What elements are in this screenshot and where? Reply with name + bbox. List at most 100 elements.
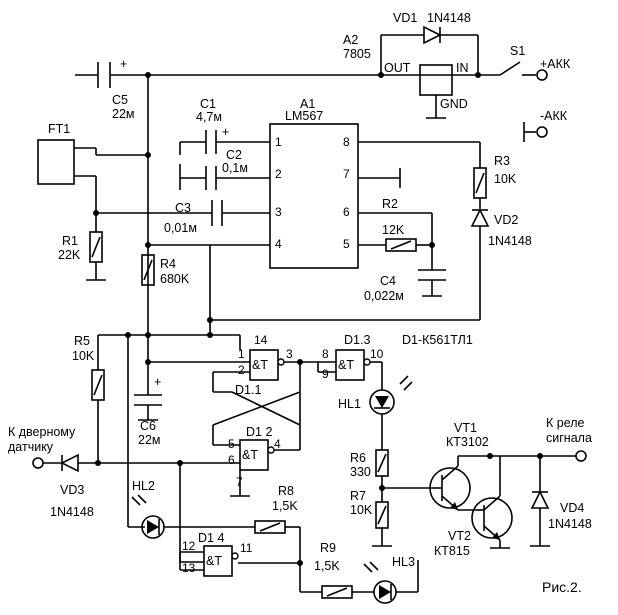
- r5-resistor: R5 10K: [72, 334, 105, 463]
- hl2-led: HL2: [127, 335, 255, 539]
- r8-ref: R8: [278, 484, 294, 498]
- d1-3-ref: D1.3: [344, 333, 370, 347]
- svg-text:9: 9: [322, 367, 329, 381]
- svg-text:8: 8: [322, 347, 329, 361]
- svg-text:13: 13: [182, 561, 196, 575]
- d1-3-gate: &T 8 9 10 D1.3: [322, 333, 384, 381]
- r7-ref: R7: [350, 489, 366, 503]
- c1-plus: +: [222, 125, 229, 139]
- vd4-ref: VD4: [560, 501, 584, 515]
- c1-value: 4,7м: [196, 110, 222, 124]
- a2-in-label: IN: [456, 61, 469, 75]
- r3-resistor: R3 10K: [473, 154, 517, 210]
- vd1-ref: VD1: [393, 11, 417, 25]
- svg-text:11: 11: [240, 541, 253, 555]
- svg-text:&T: &T: [206, 554, 222, 568]
- a1-ic: A1 LM567 1 2 3 4 5 6 7 8: [269, 97, 359, 269]
- d1-4-gate: &T 12 13 11 D1 4: [182, 531, 253, 577]
- r2-ref: R2: [382, 197, 398, 211]
- hl3-ref: HL3: [392, 555, 415, 569]
- r2-resistor: R2 12K: [382, 197, 417, 252]
- r7-resistor: R7 10K: [350, 489, 392, 547]
- hl3-led: HL3: [363, 555, 419, 604]
- relay-label-1: К реле: [546, 416, 585, 430]
- svg-text:1: 1: [238, 347, 245, 361]
- c1-capacitor: + C1 4,7м: [179, 97, 270, 155]
- svg-text:6: 6: [228, 453, 235, 467]
- a1-part: LM567: [285, 109, 323, 123]
- s1-switch: S1 +АКК: [478, 44, 571, 81]
- a2-regulator: A2 7805 OUT IN GND: [343, 33, 469, 119]
- c4-value: 0,022м: [364, 289, 404, 303]
- svg-text:&T: &T: [338, 358, 354, 372]
- neg-terminal: -АКК: [523, 109, 568, 142]
- r2-value: 12K: [382, 223, 405, 237]
- door-sensor-input: К дверному датчику VD3 1N4148: [8, 425, 240, 519]
- svg-text:10: 10: [370, 347, 384, 361]
- svg-text:2: 2: [238, 363, 245, 377]
- c1-ref: C1: [200, 97, 216, 111]
- r6-value: 330: [350, 465, 371, 479]
- c5-ref: C5: [112, 93, 128, 107]
- vt2-ref: VT2: [448, 529, 471, 543]
- r7-value: 10K: [350, 503, 373, 517]
- svg-text:3: 3: [275, 205, 282, 219]
- a2-ref: A2: [343, 33, 358, 47]
- svg-text:&T: &T: [252, 358, 268, 372]
- vd3-ref: VD3: [60, 483, 84, 497]
- vd4-diode: VD4 1N4148: [530, 453, 592, 547]
- svg-text:3: 3: [286, 347, 293, 361]
- d1-1-gate: &T 1 2 3 14 D1.1: [235, 333, 293, 397]
- d1-1-ref: D1.1: [235, 383, 261, 397]
- relay-label-2: сигнала: [546, 431, 592, 445]
- c4-ref: C4: [380, 274, 396, 288]
- svg-text:14: 14: [254, 333, 268, 347]
- r4-value: 680K: [160, 272, 190, 286]
- r8-resistor: R8 1,5K: [254, 484, 301, 565]
- a1-ref: A1: [300, 97, 315, 111]
- vt1-transistor: VT1 КТ3102: [429, 421, 490, 511]
- figure-caption: Рис.2.: [542, 579, 582, 595]
- svg-text:12: 12: [182, 539, 196, 553]
- a2-part: 7805: [343, 47, 371, 61]
- s1-ref: S1: [510, 44, 525, 58]
- vd1-part: 1N4148: [427, 11, 471, 25]
- d1-2-ref: D1 2: [246, 425, 272, 439]
- r1-ref: R1: [62, 234, 78, 248]
- vd2-ref: VD2: [494, 213, 518, 227]
- c3-value: 0,01м: [164, 221, 197, 235]
- r4-resistor: R4 680K: [141, 254, 190, 286]
- c4-capacitor: C4 0,022м: [364, 245, 446, 303]
- d1-2-gate: &T 5 6 4 7 D1 2: [228, 425, 281, 489]
- vt2-transistor: VT2 КТ815: [434, 456, 513, 558]
- svg-text:5: 5: [343, 237, 350, 251]
- ft1-ref: FT1: [48, 122, 70, 136]
- vt2-part: КТ815: [434, 544, 470, 558]
- r6-ref: R6: [350, 451, 366, 465]
- svg-text:7: 7: [343, 167, 350, 181]
- r3-ref: R3: [494, 154, 510, 168]
- ft1-transducer: FT1: [37, 122, 148, 232]
- hl2-ref: HL2: [132, 479, 155, 493]
- svg-text:1: 1: [275, 135, 282, 149]
- c2-capacitor: C2 0,1м: [179, 148, 270, 190]
- vd4-part: 1N4148: [548, 517, 592, 531]
- vd3-part: 1N4148: [50, 505, 94, 519]
- r1-resistor: R1 22K: [58, 231, 106, 281]
- r9-ref: R9: [320, 541, 336, 555]
- svg-text:6: 6: [343, 205, 350, 219]
- c5-capacitor: + C5 22м: [97, 57, 135, 121]
- c5-value: 22м: [112, 107, 135, 121]
- door-label-2: датчику: [8, 440, 54, 454]
- neg-terminal-label: -АКК: [540, 109, 568, 123]
- c6-value: 22м: [138, 433, 161, 447]
- svg-text:2: 2: [275, 167, 282, 181]
- vd1-diode: VD1 1N4148: [380, 11, 479, 75]
- vd2-part: 1N4148: [488, 234, 532, 248]
- r5-ref: R5: [74, 334, 90, 348]
- c2-value: 0,1м: [222, 161, 248, 175]
- r1-value: 22K: [58, 248, 81, 262]
- c6-ref: C6: [140, 419, 156, 433]
- door-label-1: К дверному: [8, 425, 76, 439]
